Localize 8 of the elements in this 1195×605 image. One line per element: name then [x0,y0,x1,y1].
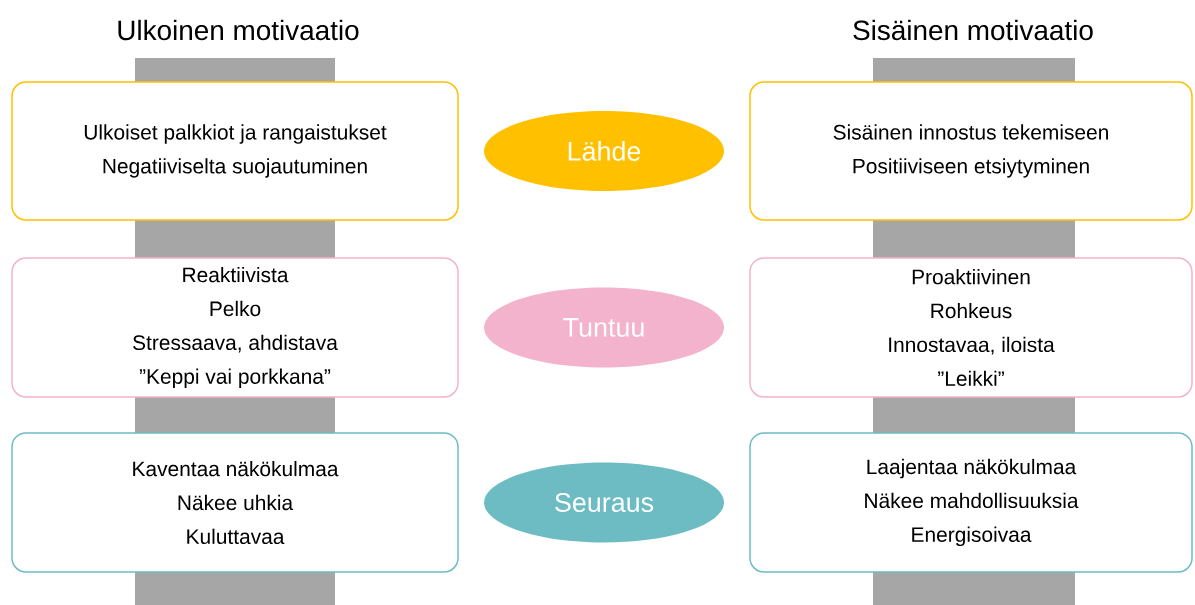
column-title: Ulkoinen motivaatio [118,19,359,41]
text-box: Ulkoiset palkkiot ja rangaistukset Negatiiviselta suojautuminen [11,81,459,221]
text-box: Sisäinen innostus tekemiseen Positiiviseen etsiytyminen [749,81,1193,221]
text-box: Proaktiivinen Rohkeus Innostavaa, iloista ”Leikki” [749,257,1193,398]
text-box: Laajentaa näkökulmaa Näkee mahdollisuuksia Energisoivaa [749,432,1193,573]
column-title: Sisäinen motivaatio [853,19,1093,41]
text-box: Kaventaa näkökulmaa Näkee uhkia Kuluttavaa [11,432,459,573]
text-box: Reaktiivista Pelko Stressaava, ahdistava ”Keppi vai porkkana” [11,257,459,398]
